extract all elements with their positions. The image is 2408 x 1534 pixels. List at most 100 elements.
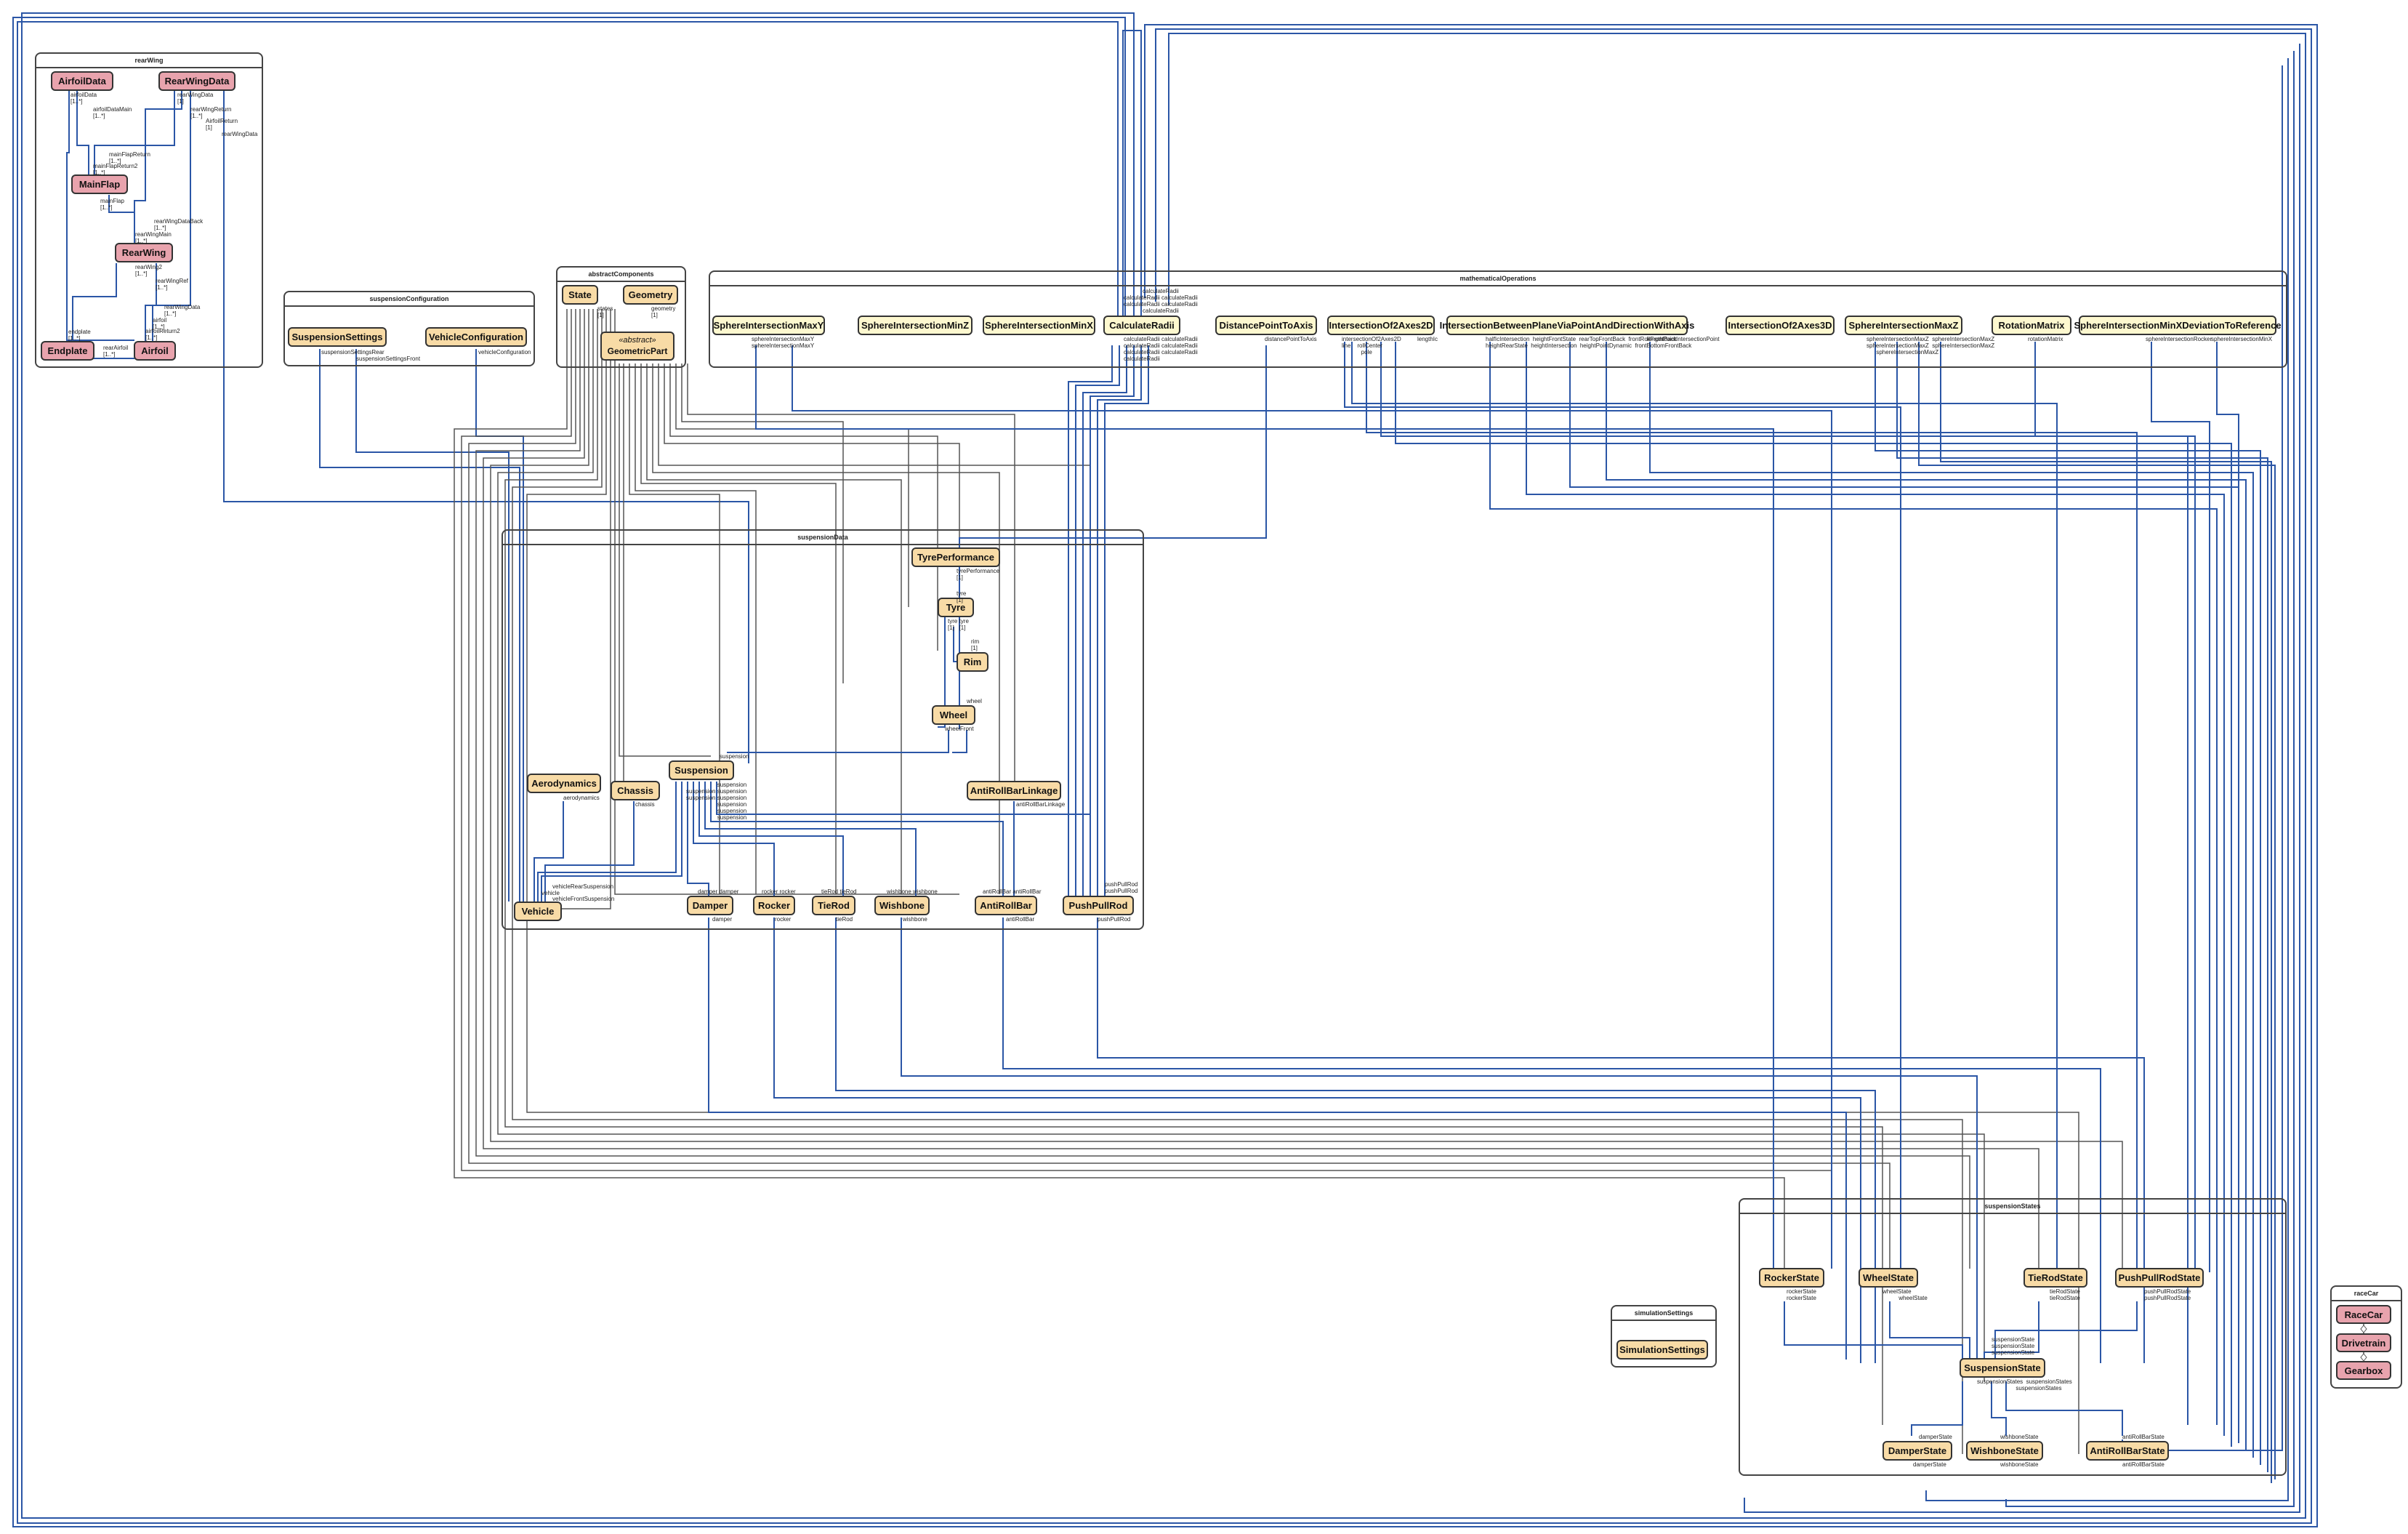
role-label: pushPullRod xyxy=(1098,916,1131,923)
class-antirollbar[interactable]: AntiRollBar xyxy=(975,896,1037,915)
package-suspension-configuration: suspensionConfiguration xyxy=(283,291,535,366)
class-wishbone[interactable]: Wishbone xyxy=(874,896,930,915)
class-distancepointtoaxis[interactable]: DistancePointToAxis xyxy=(1215,316,1317,335)
role-label: suspensionStates suspensionStates suspen… xyxy=(1977,1378,2072,1392)
role-label: tyrePerformance [1] xyxy=(957,568,1000,581)
class-calculateradii[interactable]: CalculateRadii xyxy=(1103,316,1180,335)
package-racecar: raceCar xyxy=(2330,1285,2402,1389)
class-vehicle[interactable]: Vehicle xyxy=(514,901,562,921)
role-label: antiRollBarLinkage xyxy=(1016,801,1066,808)
role-label: airfoilReturn2 [1..*] xyxy=(145,328,180,341)
class-tyre[interactable]: Tyre xyxy=(938,598,974,617)
class-sphereintersectionminx[interactable]: SphereIntersectionMinX xyxy=(983,316,1095,335)
class-gearbox[interactable]: Gearbox xyxy=(2336,1361,2391,1380)
class-rotationmatrix[interactable]: RotationMatrix xyxy=(1992,316,2071,335)
class-intersectionof2axes3d[interactable]: IntersectionOf2Axes3D xyxy=(1726,316,1835,335)
role-label: rearWingData xyxy=(222,131,258,137)
package-title: suspensionData xyxy=(503,531,1143,545)
class-damperstate[interactable]: DamperState xyxy=(1882,1441,1952,1461)
role-label: suspension xyxy=(720,753,749,760)
class-suspensionstate[interactable]: SuspensionState xyxy=(1960,1358,2045,1378)
class-vehicleconfiguration[interactable]: VehicleConfiguration xyxy=(425,327,527,347)
package-title: rearWing xyxy=(36,54,262,68)
role-label: airfoilData [1..*] xyxy=(71,92,97,105)
role-label: wheelFront xyxy=(945,726,974,732)
class-suspensionsettings[interactable]: SuspensionSettings xyxy=(288,327,387,347)
role-label: mainFlapReturn2 [1..*] xyxy=(93,163,138,176)
role-label: suspensionSettingsRear xyxy=(321,349,384,356)
role-label: antiRollBar xyxy=(1006,916,1035,923)
class-racecar[interactable]: RaceCar xyxy=(2336,1305,2391,1324)
role-label: airfoilDataMain [1..*] xyxy=(93,106,132,119)
class-suspension[interactable]: Suspension xyxy=(669,760,734,780)
class-sphereintersectionmaxz[interactable]: SphereIntersectionMaxZ xyxy=(1845,316,1962,335)
class-wheel[interactable]: Wheel xyxy=(932,705,975,725)
class-drivetrain[interactable]: Drivetrain xyxy=(2336,1333,2391,1352)
role-label: tieRodState tieRodState xyxy=(2050,1288,2080,1301)
role-label: damper damper xyxy=(698,888,739,895)
class-rearwing[interactable]: RearWing xyxy=(115,243,173,262)
class-rockerstate[interactable]: RockerState xyxy=(1759,1268,1824,1288)
role-label: rocker xyxy=(775,916,792,923)
role-label: pushPullRodState pushPullRodState xyxy=(2144,1288,2191,1301)
class-intersectionof2axes2d[interactable]: IntersectionOf2Axes2D xyxy=(1327,316,1435,335)
role-label: wheelState wheelState xyxy=(1882,1288,1928,1301)
class-tyreperformance[interactable]: TyrePerformance xyxy=(911,547,1000,567)
class-chassis[interactable]: Chassis xyxy=(611,781,660,800)
role-label: rearWingData [1..*] xyxy=(164,304,201,317)
role-label: sphereIntersectionMinX xyxy=(2211,336,2273,342)
package-title: suspensionStates xyxy=(1740,1200,2285,1214)
class-tierod[interactable]: TieRod xyxy=(812,896,855,915)
class-geometry[interactable]: Geometry xyxy=(623,285,678,305)
class-geometricpart[interactable]: «abstract» GeometricPart xyxy=(600,332,675,361)
class-wishbonestate[interactable]: WishboneState xyxy=(1966,1441,2043,1461)
class-sphereintersectionminz[interactable]: SphereIntersectionMinZ xyxy=(858,316,973,335)
role-label: wishboneState xyxy=(2000,1461,2039,1468)
class-intersectionbetweenplane[interactable]: IntersectionBetweenPlaneViaPointAndDirec… xyxy=(1440,316,1694,335)
role-label: calculateRadii calculateRadii calculateR… xyxy=(1124,288,1198,314)
role-label: rearWingData [1] xyxy=(177,92,214,105)
role-label: AirfoilReturn [1] xyxy=(206,118,238,131)
class-sphereintersectionmaxy[interactable]: SphereIntersectionMaxY xyxy=(712,316,825,335)
class-rocker[interactable]: Rocker xyxy=(753,896,795,915)
role-label: geometry [1] xyxy=(651,305,676,318)
role-label: mainFlap [1..*] xyxy=(100,198,124,211)
class-mainflap[interactable]: MainFlap xyxy=(71,174,128,194)
class-antirollbarlinkage[interactable]: AntiRollBarLinkage xyxy=(967,781,1061,800)
package-title: mathematicalOperations xyxy=(710,272,2286,286)
class-rearwingdata[interactable]: RearWingData xyxy=(158,71,235,91)
package-title: simulationSettings xyxy=(1612,1306,1715,1321)
role-label: antiRollBarState xyxy=(2122,1461,2165,1468)
class-tierodstate[interactable]: TieRodState xyxy=(2024,1268,2087,1288)
class-endplate[interactable]: Endplate xyxy=(41,341,94,361)
role-label: vehicle xyxy=(541,890,560,896)
class-aerodynamics[interactable]: Aerodynamics xyxy=(527,774,601,793)
class-airfoil[interactable]: Airfoil xyxy=(134,341,176,361)
role-label: damper xyxy=(712,916,733,923)
package-mathematical-operations: mathematicalOperations xyxy=(709,270,2287,368)
role-label: sphereIntersectionMaxZ sphereIntersectio… xyxy=(1867,336,1995,356)
role-label: rearAirfoil [1..*] xyxy=(103,345,129,358)
class-damper[interactable]: Damper xyxy=(687,896,733,915)
role-label: lengthPointIntersectionPoint xyxy=(1647,336,1720,342)
role-label: antiRollBarState xyxy=(2122,1434,2165,1440)
role-label: airfoil [1..*] xyxy=(153,317,167,330)
role-label: tieRod xyxy=(836,916,853,923)
role-label: wishbone wishbone xyxy=(887,888,938,895)
role-label: tyre [1] xyxy=(957,590,967,603)
role-label: wheel xyxy=(967,698,982,704)
class-state[interactable]: State xyxy=(562,285,598,305)
class-rim[interactable]: Rim xyxy=(957,652,988,672)
package-rearwing: rearWing xyxy=(35,52,263,368)
class-airfoildata[interactable]: AirfoilData xyxy=(51,71,113,91)
package-title: suspensionConfiguration xyxy=(285,292,533,307)
class-antirollbarstate[interactable]: AntiRollBarState xyxy=(2086,1441,2169,1461)
class-wheelstate[interactable]: WheelState xyxy=(1859,1268,1918,1288)
package-abstract-components: abstractComponents xyxy=(556,266,686,368)
class-simulationsettings[interactable]: SimulationSettings xyxy=(1616,1340,1708,1360)
role-label: damperState xyxy=(1913,1461,1946,1468)
class-pushpullrod[interactable]: PushPullRod xyxy=(1063,896,1134,915)
class-sphereintersectionminxdeviation[interactable]: SphereIntersectionMinXDeviationToReferen… xyxy=(2074,316,2282,335)
class-pushpullrodstate[interactable]: PushPullRodState xyxy=(2115,1268,2204,1288)
